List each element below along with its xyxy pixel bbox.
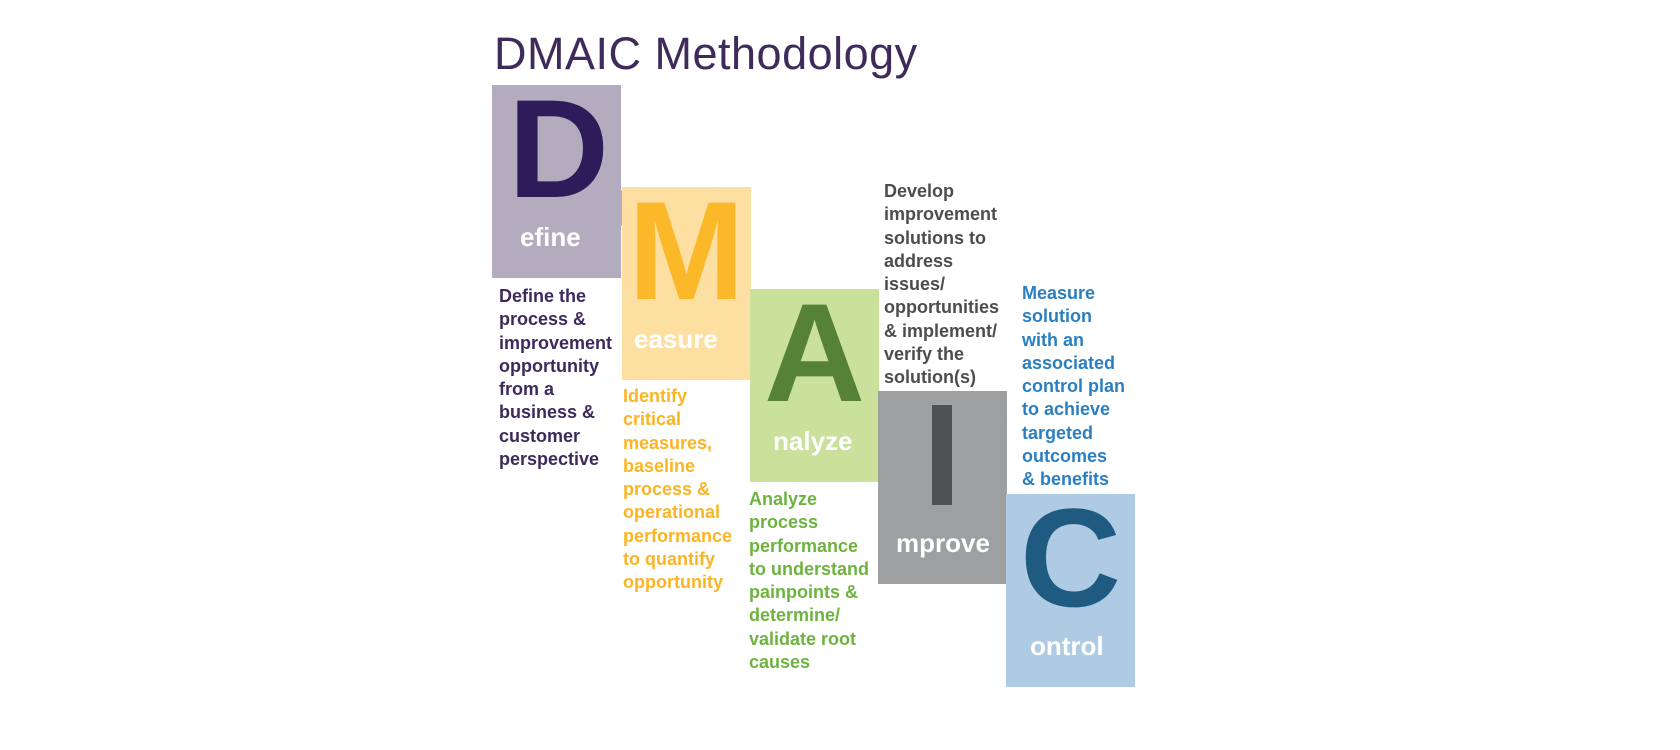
define-box bbox=[492, 85, 621, 278]
analyze-label: nalyze bbox=[773, 426, 853, 456]
analyze-letter: A bbox=[764, 274, 866, 431]
measure-description: Identify critical measures, baseline pro… bbox=[623, 386, 733, 593]
improve-description: Develop improvement solutions to address… bbox=[884, 181, 999, 388]
analyze-box bbox=[750, 289, 879, 482]
measure-box bbox=[622, 187, 751, 380]
measure-letter: M bbox=[628, 172, 745, 329]
measure-label: easure bbox=[634, 324, 718, 354]
define-letter: D bbox=[508, 70, 610, 227]
improve-label: mprove bbox=[896, 528, 990, 558]
control-description: Measure solution with an associated cont… bbox=[1022, 283, 1125, 490]
control-box bbox=[1006, 494, 1135, 687]
page-title: DMAIC Methodology bbox=[494, 28, 918, 79]
define-description: Define the process & improvement opportu… bbox=[499, 286, 613, 470]
define-label: efine bbox=[520, 222, 581, 252]
improve-letter bbox=[932, 405, 952, 505]
analyze-description: Analyze process performance to understan… bbox=[749, 489, 869, 673]
control-letter: C bbox=[1020, 479, 1122, 636]
control-label: ontrol bbox=[1030, 631, 1104, 661]
